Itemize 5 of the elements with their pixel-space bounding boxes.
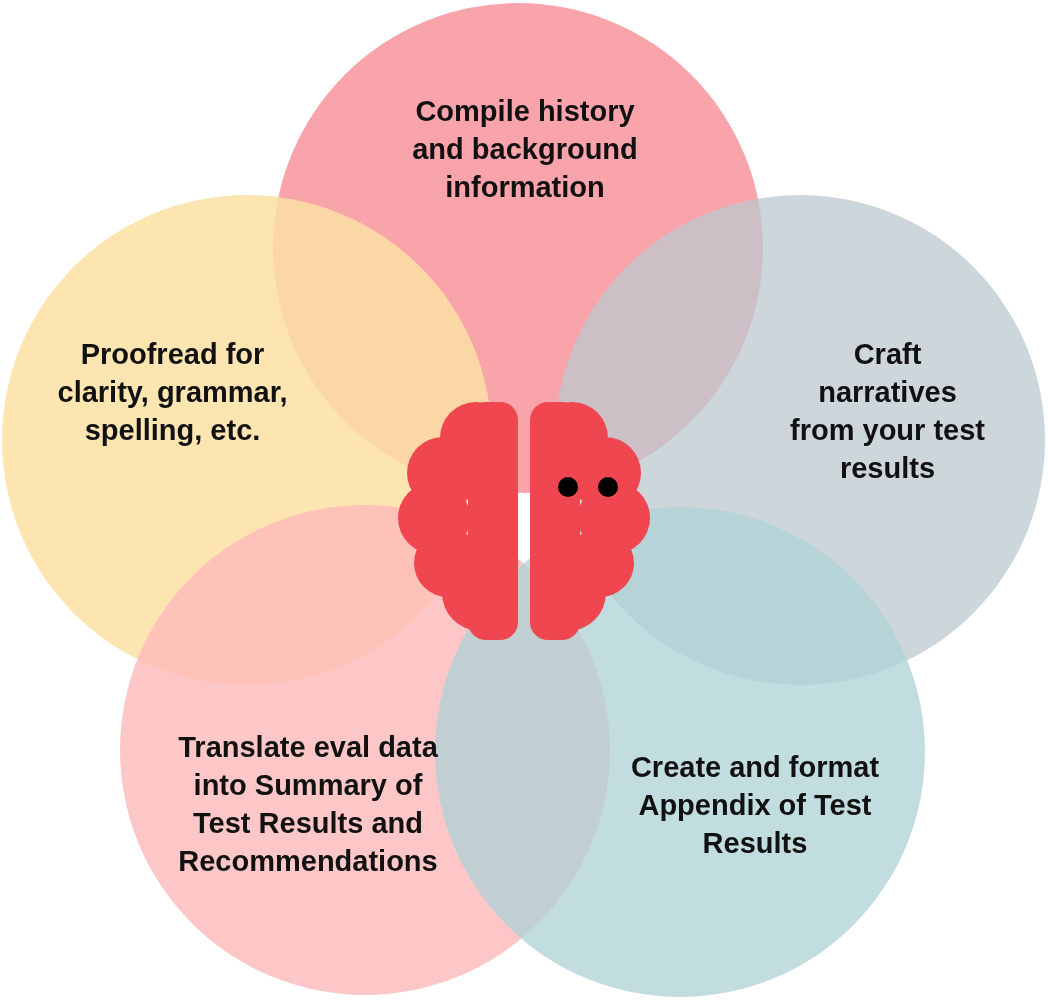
circle-label: Compile history and background information xyxy=(411,94,639,205)
circle-label: Create and format Appendix of Test Results xyxy=(629,750,881,861)
circle-label: Proofread for clarity, grammar, spelling, etc. xyxy=(56,337,289,448)
circle-label: Craft narratives from your test results xyxy=(789,337,986,486)
circle-label: Translate eval data into Summary of Test Results and Recommendations xyxy=(177,730,439,879)
